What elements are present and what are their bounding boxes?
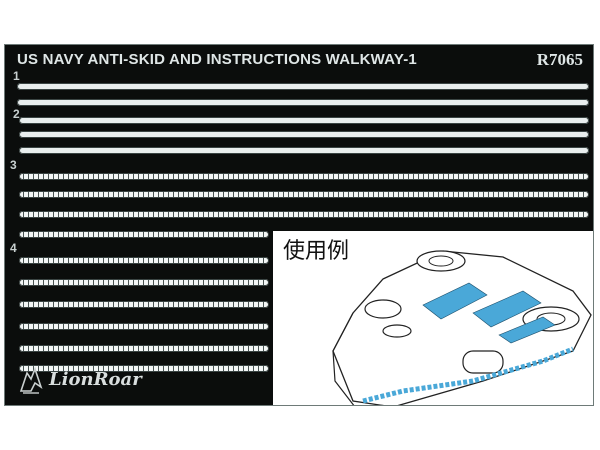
part-number-3: 3	[10, 158, 17, 172]
brand-name: LionRoar	[49, 369, 142, 390]
fret-inner: US NAVY ANTI-SKID AND INSTRUCTIONS WALKW…	[5, 45, 593, 405]
fret-title: US NAVY ANTI-SKID AND INSTRUCTIONS WALKW…	[17, 51, 417, 68]
part-number-2: 2	[13, 107, 20, 121]
usage-illustration	[332, 250, 592, 405]
walkway-strip	[19, 117, 589, 124]
anti-skid-strip	[19, 211, 589, 218]
usage-example-panel: 使用例	[273, 231, 593, 405]
walkway-strip	[17, 99, 589, 106]
photo-etch-fret: US NAVY ANTI-SKID AND INSTRUCTIONS WALKW…	[4, 44, 594, 406]
walkway-strip	[17, 83, 589, 90]
usage-example-label: 使用例	[283, 239, 350, 264]
part-number-1: 1	[13, 69, 20, 83]
walkway-strip	[19, 147, 589, 154]
anti-skid-strip	[19, 365, 269, 372]
walkway-strip	[19, 131, 589, 138]
anti-skid-strip	[19, 301, 269, 308]
anti-skid-strip	[19, 279, 269, 286]
anti-skid-strip	[19, 173, 589, 180]
anti-skid-strip	[19, 257, 269, 264]
anti-skid-strip	[19, 191, 589, 198]
anti-skid-strip	[19, 323, 269, 330]
brand-logo: LionRoar	[17, 365, 187, 397]
anti-skid-strip	[19, 345, 269, 352]
product-code: R7065	[536, 50, 583, 69]
lion-icon	[19, 366, 43, 394]
part-number-4: 4	[10, 241, 17, 255]
anti-skid-strip	[19, 231, 269, 238]
